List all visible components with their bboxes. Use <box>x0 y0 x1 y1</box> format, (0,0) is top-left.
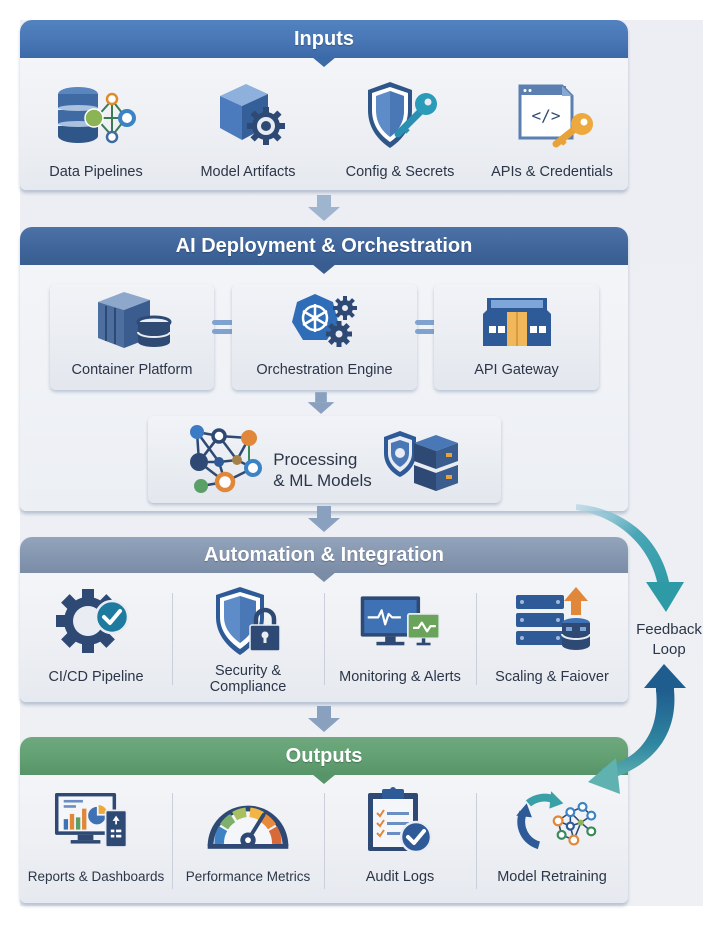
database-network-icon <box>48 80 144 150</box>
automation-item-label: Scaling & Faiover <box>495 669 609 685</box>
automation-item-label-line1: Security & <box>214 663 282 679</box>
card-label: Orchestration Engine <box>256 362 393 378</box>
code-key-icon: </> <box>504 80 600 150</box>
automation-item-monitoring-alerts[interactable]: Monitoring & Alerts <box>324 585 476 693</box>
shield-server-icon <box>380 429 462 500</box>
processing-label-line2: & ML Models <box>273 470 372 490</box>
output-item-model-retraining[interactable]: Model Retraining <box>476 785 628 897</box>
card-label: API Gateway <box>474 362 559 378</box>
input-item-label: Data Pipelines <box>49 164 143 180</box>
retrain-cycle-icon <box>504 785 600 855</box>
input-item-label: Config & Secrets <box>345 164 455 180</box>
processing-label-line1: Processing <box>273 449 358 469</box>
automation-item-label: Monitoring & Alerts <box>339 669 461 685</box>
flow-arrow-down-icon <box>307 392 335 414</box>
gear-check-icon <box>48 585 144 655</box>
flow-arrow-down-icon <box>308 706 340 732</box>
deployment-header: AI Deployment & Orchestration <box>20 227 628 274</box>
dashboard-monitor-icon <box>48 785 144 855</box>
feedback-loop-label: Feedback Loop <box>630 620 708 660</box>
automation-item-scaling-failover[interactable]: Scaling & Faiover <box>476 585 628 693</box>
cube-gear-icon <box>200 80 296 150</box>
output-item-label: Performance Metrics <box>185 869 311 884</box>
automation-header: Automation & Integration <box>20 537 628 582</box>
connector-equals-icon <box>212 320 234 334</box>
shield-key-icon <box>352 80 448 150</box>
outputs-title: Outputs <box>285 745 363 767</box>
gateway-icon <box>469 292 565 357</box>
automation-item-cicd-pipeline[interactable]: CI/CD Pipeline <box>20 585 172 693</box>
flow-arrow-down-icon <box>308 506 340 532</box>
input-item-label: APIs & Credentials <box>491 164 613 180</box>
feedback-loop-label-line1: Feedback <box>636 621 702 638</box>
automation-title: Automation & Integration <box>204 544 444 566</box>
outputs-header: Outputs <box>20 737 628 784</box>
container-database-icon <box>84 290 180 357</box>
automation-item-security-compliance[interactable]: Security & Compliance <box>172 585 324 695</box>
divider <box>324 793 325 889</box>
divider <box>172 593 173 685</box>
divider <box>324 593 325 685</box>
input-item-data-pipelines[interactable]: Data Pipelines <box>20 80 172 190</box>
input-item-label: Model Artifacts <box>200 164 296 180</box>
card-orchestration-engine[interactable]: Orchestration Engine <box>232 284 417 390</box>
card-container-platform[interactable]: Container Platform <box>50 284 214 390</box>
svg-text:</>: </> <box>532 106 561 125</box>
card-label: Container Platform <box>71 362 193 378</box>
divider <box>172 793 173 889</box>
divider <box>476 593 477 685</box>
deployment-title: AI Deployment & Orchestration <box>175 235 473 257</box>
gauge-icon <box>200 785 296 855</box>
processing-label: Processing & ML Models <box>273 449 372 491</box>
output-item-performance-metrics[interactable]: Performance Metrics <box>172 785 324 897</box>
neural-network-icon <box>187 422 267 503</box>
clipboard-check-icon <box>352 785 448 855</box>
output-item-label: Reports & Dashboards <box>27 869 165 884</box>
servers-scale-up-icon <box>504 585 600 655</box>
automation-item-label: CI/CD Pipeline <box>48 669 144 685</box>
shield-lock-icon <box>200 585 296 655</box>
connector-equals-icon <box>415 320 437 334</box>
outputs-section: Outputs Report <box>20 737 628 903</box>
kubernetes-gears-icon <box>275 290 375 357</box>
monitor-pulse-icon <box>352 585 448 655</box>
output-item-audit-logs[interactable]: Audit Logs <box>324 785 476 897</box>
divider <box>476 793 477 889</box>
feedback-loop-label-line2: Loop <box>652 641 686 658</box>
inputs-section: Inputs <box>20 20 628 190</box>
automation-section: Automation & Integration CI/CD Pipeli <box>20 537 628 702</box>
card-api-gateway[interactable]: API Gateway <box>434 284 599 390</box>
feedback-arrow-return-icon <box>588 664 686 794</box>
inputs-title: Inputs <box>294 28 354 50</box>
automation-item-label-line2: Compliance <box>209 679 287 695</box>
flow-arrow-down-icon <box>308 195 340 221</box>
input-item-config-secrets[interactable]: Config & Secrets <box>324 80 476 190</box>
card-processing-ml-models[interactable]: Processing & ML Models <box>148 416 501 503</box>
output-item-label: Model Retraining <box>497 869 607 885</box>
output-item-reports-dashboards[interactable]: Reports & Dashboards <box>20 785 172 897</box>
feedback-arrow-down-icon <box>576 504 684 612</box>
inputs-header: Inputs <box>20 20 628 67</box>
output-item-label: Audit Logs <box>365 869 435 885</box>
automation-item-label: Security & Compliance <box>210 663 287 695</box>
input-item-apis-credentials[interactable]: </> APIs & Credentials <box>476 80 628 190</box>
input-item-model-artifacts[interactable]: Model Artifacts <box>172 80 324 190</box>
